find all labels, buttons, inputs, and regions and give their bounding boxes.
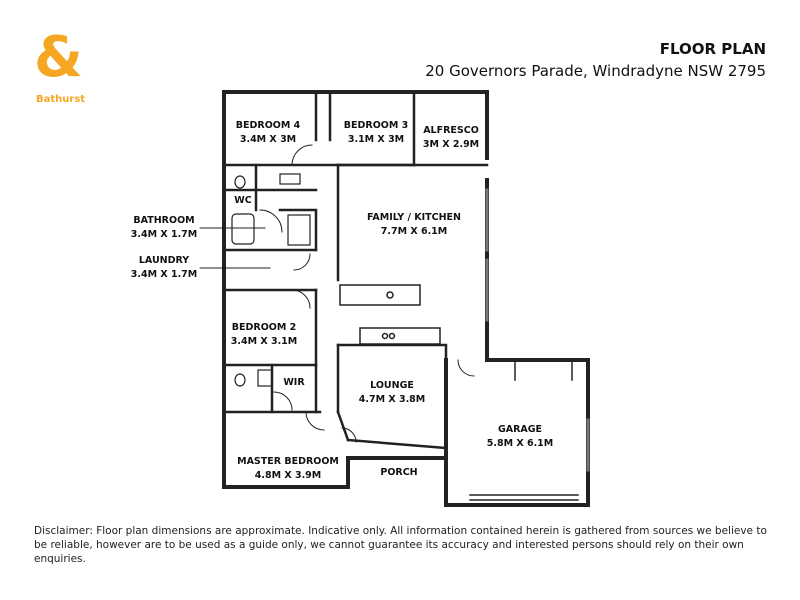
bedroom4-size: 3.4M X 3M bbox=[240, 134, 296, 145]
label-pointers bbox=[199, 227, 271, 269]
wir-label: WIR bbox=[283, 377, 305, 388]
door-swings bbox=[259, 144, 475, 443]
interior-walls bbox=[222, 90, 489, 450]
alfresco-size: 3M X 2.9M bbox=[423, 139, 479, 150]
windows bbox=[485, 188, 590, 472]
page-title: FLOOR PLAN bbox=[659, 40, 766, 58]
bedroom3-label: BEDROOM 3 bbox=[344, 120, 408, 131]
garage-door bbox=[469, 359, 579, 501]
family-kitchen-label: FAMILY / KITCHEN bbox=[367, 212, 461, 223]
kitchen-fixtures bbox=[339, 284, 441, 345]
floor-plan-diagram: BEDROOM 4 3.4M X 3M BEDROOM 3 3.1M X 3M … bbox=[131, 90, 590, 507]
bathroom-size: 3.4M X 1.7M bbox=[131, 229, 198, 240]
bathroom-fixtures bbox=[231, 173, 311, 387]
property-address: 20 Governors Parade, Windradyne NSW 2795 bbox=[425, 62, 766, 80]
master-bedroom-label: MASTER BEDROOM bbox=[237, 456, 339, 467]
bedroom2-size: 3.4M X 3.1M bbox=[231, 336, 298, 347]
bedroom3-size: 3.1M X 3M bbox=[348, 134, 404, 145]
bedroom4-label: BEDROOM 4 bbox=[236, 120, 301, 131]
lounge-size: 4.7M X 3.8M bbox=[359, 394, 426, 405]
logo-ampersand: & bbox=[34, 25, 83, 90]
porch-label: PORCH bbox=[380, 467, 417, 478]
disclaimer-text: Disclaimer: Floor plan dimensions are ap… bbox=[34, 525, 767, 565]
alfresco-label: ALFRESCO bbox=[423, 125, 479, 136]
lounge-label: LOUNGE bbox=[370, 380, 414, 391]
logo-text: Bathurst bbox=[36, 94, 86, 105]
bathroom-label: BATHROOM bbox=[133, 215, 194, 226]
bedroom2-label: BEDROOM 2 bbox=[232, 322, 296, 333]
garage-size: 5.8M X 6.1M bbox=[487, 438, 554, 449]
garage-label: GARAGE bbox=[498, 424, 542, 435]
brand-logo: & Bathurst bbox=[30, 28, 100, 106]
master-bedroom-size: 4.8M X 3.9M bbox=[255, 470, 322, 481]
laundry-label: LAUNDRY bbox=[139, 255, 189, 266]
wc-label: WC bbox=[234, 195, 251, 206]
laundry-size: 3.4M X 1.7M bbox=[131, 269, 198, 280]
family-kitchen-size: 7.7M X 6.1M bbox=[381, 226, 448, 237]
